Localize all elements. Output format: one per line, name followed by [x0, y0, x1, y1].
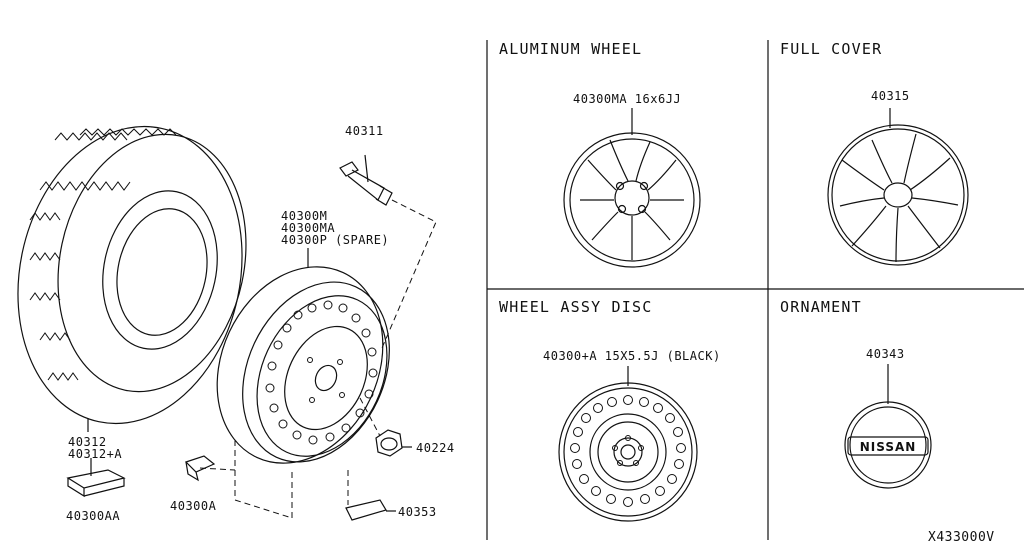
ornament-part-label: 40343 — [866, 347, 905, 361]
valve-stem-drawing — [339, 154, 393, 206]
valve-part-label: 40311 — [345, 124, 384, 138]
ornament-title: ORNAMENT — [780, 298, 862, 316]
wheel-part-label-3: 40300P (SPARE) — [281, 233, 390, 247]
tire-drawing — [17, 125, 247, 432]
nut-part-label: 40224 — [416, 441, 455, 455]
ornament-drawing — [844, 364, 932, 489]
steel-wheel-drawing — [216, 266, 390, 464]
wheel-part-label-1: 40300M — [281, 209, 328, 223]
steel-disc-wheel-drawing — [558, 366, 698, 522]
aluminum-wheel-part-label: 40300MA 16x6JJ — [573, 92, 682, 106]
aluminum-wheel-drawing — [563, 108, 701, 268]
label-strip-drawing — [345, 499, 396, 521]
clip-drawing — [184, 455, 216, 482]
tire-part-label-2: 40312+A — [68, 447, 123, 461]
weight-part-label: 40300AA — [66, 509, 121, 523]
aluminum-wheel-title: ALUMINUM WHEEL — [499, 40, 643, 58]
wheel-part-label-2: 40300MA — [281, 221, 336, 235]
wheel-assy-disc-part-label: 40300+A 15X5.5J (BLACK) — [543, 349, 721, 363]
ornament-badge-text: NISSAN — [860, 440, 917, 454]
tire-part-label-1: 40312 — [68, 435, 107, 449]
diagram-id: X433000V — [928, 530, 995, 545]
full-cover-drawing — [827, 108, 969, 266]
wheel-assy-disc-title: WHEEL ASSY DISC — [499, 298, 653, 316]
weight-block-drawing — [66, 469, 126, 498]
full-cover-title: FULL COVER — [780, 40, 883, 58]
lug-nut-drawing — [375, 429, 412, 457]
clip-part-label: 40300A — [170, 499, 217, 513]
full-cover-part-label: 40315 — [871, 89, 910, 103]
label-part-label: 40353 — [398, 505, 437, 519]
